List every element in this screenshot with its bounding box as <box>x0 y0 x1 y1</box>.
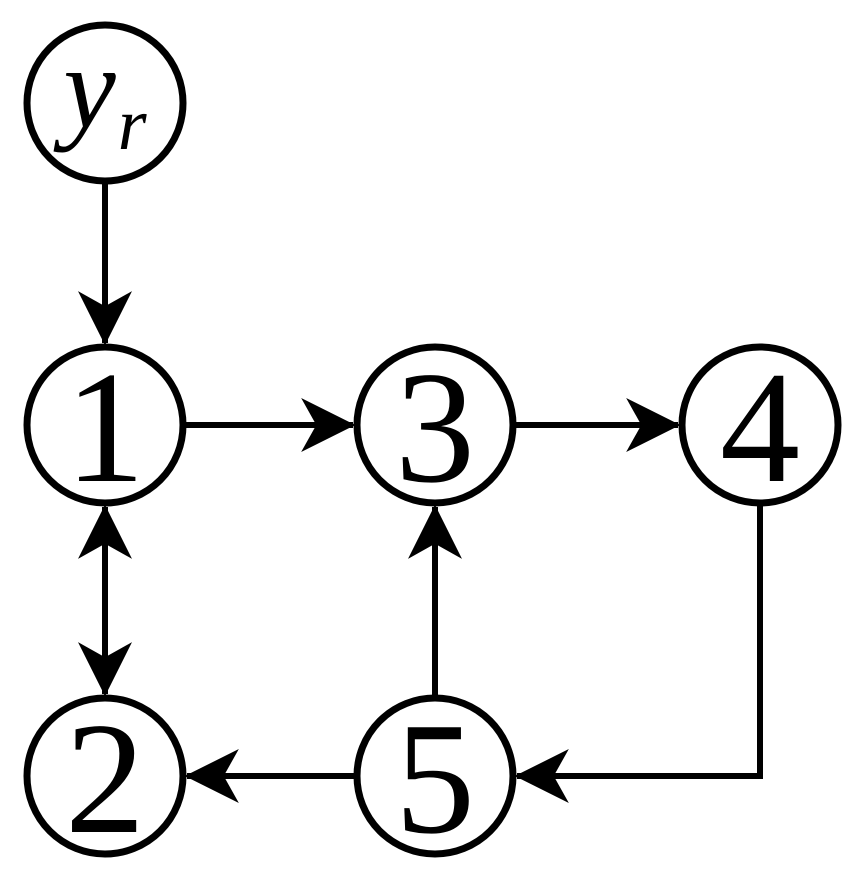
node-label-5: 5 <box>395 689 475 867</box>
node-label-yr: yr <box>53 22 147 166</box>
node-label-3: 3 <box>395 338 475 516</box>
node-label-2: 2 <box>65 689 145 867</box>
node-label-1: 1 <box>65 338 145 516</box>
node-yr: yr <box>23 21 187 185</box>
node-circle-4 <box>678 343 842 507</box>
node-5: 5 <box>353 689 517 867</box>
node-3: 3 <box>353 338 517 516</box>
node-circle-2 <box>23 694 187 858</box>
node-4: 4 <box>678 338 842 516</box>
edge-4-to-5-arrow <box>514 503 763 803</box>
node-circle-1 <box>23 343 187 507</box>
node-circle-yr <box>23 21 187 185</box>
edges-layer <box>78 181 763 803</box>
node-circle-5 <box>353 694 517 858</box>
node-circle-3 <box>353 343 517 507</box>
node-1: 1 <box>23 338 187 516</box>
node-2: 2 <box>23 689 187 867</box>
nodes-layer: yr 1 3 4 2 5 <box>23 21 842 867</box>
node-label-4: 4 <box>720 338 800 516</box>
